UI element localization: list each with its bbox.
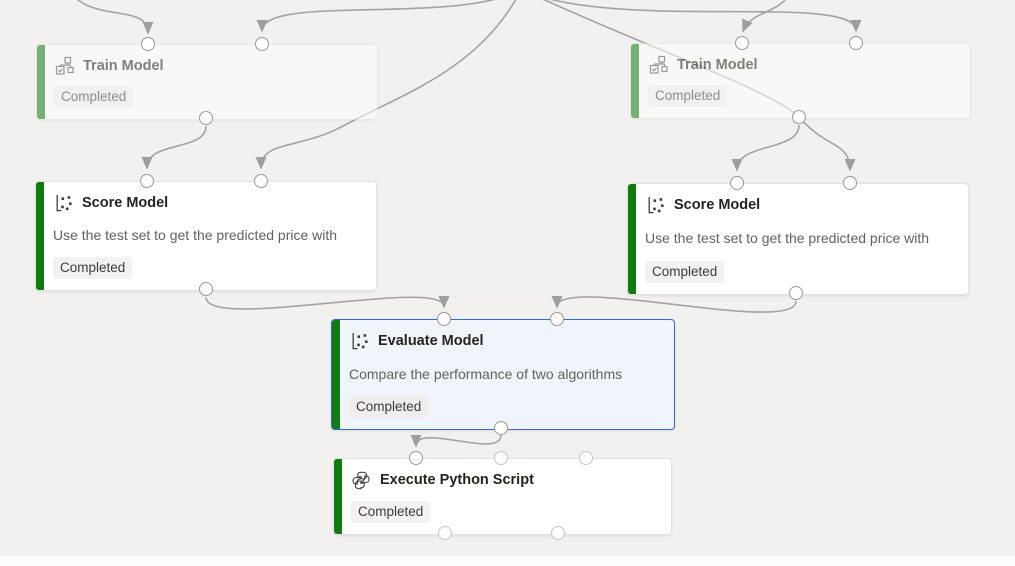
canvas-bottom-boundary	[0, 556, 1015, 566]
train-right-output-port[interactable]	[792, 110, 806, 124]
node-title: Train Model	[83, 58, 164, 74]
status-badge: Completed	[349, 396, 429, 418]
node-title: Train Model	[677, 57, 758, 73]
node-title: Score Model	[674, 197, 761, 213]
score-left-input-port-1[interactable]	[140, 174, 154, 188]
node-title: Execute Python Script	[380, 472, 534, 488]
train-right-input-port-2[interactable]	[849, 36, 863, 50]
status-accent-bar	[332, 320, 340, 429]
edge-to-train-left-port1[interactable]	[72, 0, 154, 35]
python-output-port-2[interactable]	[551, 526, 565, 540]
train-left-input-port-2[interactable]	[255, 37, 269, 51]
evaluate-input-port-2[interactable]	[550, 312, 564, 326]
node-title: Evaluate Model	[378, 333, 484, 349]
edge-score-left-to-evaluate[interactable]	[205, 295, 450, 310]
python-icon	[351, 470, 371, 490]
node-train-model-right[interactable]: Train Model Completed	[630, 43, 971, 119]
node-execute-python-script[interactable]: Execute Python Script Completed	[333, 458, 672, 535]
train-model-icon	[54, 56, 74, 76]
python-input-port-3[interactable]	[579, 451, 593, 465]
node-score-model-left[interactable]: Score Model Use the test set to get the …	[35, 181, 377, 291]
python-output-port-1[interactable]	[438, 526, 452, 540]
edge-train-right-to-score-right[interactable]	[731, 124, 800, 172]
edge-score-right-to-evaluate[interactable]	[551, 295, 797, 313]
edge-to-train-right-port1[interactable]	[742, 0, 789, 33]
train-right-input-port-1[interactable]	[735, 36, 749, 50]
score-right-input-port-2[interactable]	[843, 176, 857, 190]
status-accent-bar	[631, 44, 639, 118]
score-left-output-port[interactable]	[199, 282, 213, 296]
train-left-input-port-1[interactable]	[141, 37, 155, 51]
edge-train-left-to-score-left[interactable]	[141, 125, 207, 170]
evaluate-output-port[interactable]	[494, 421, 508, 435]
status-badge: Completed	[351, 501, 431, 523]
score-right-output-port[interactable]	[789, 286, 803, 300]
score-right-input-port-1[interactable]	[730, 176, 744, 190]
node-train-model-left[interactable]: Train Model Completed	[36, 44, 378, 120]
train-left-output-port[interactable]	[199, 111, 213, 125]
score-left-input-port-2[interactable]	[254, 174, 268, 188]
edge-to-train-right-port2[interactable]	[521, 0, 862, 33]
node-evaluate-model[interactable]: Evaluate Model Compare the performance o…	[331, 319, 675, 430]
status-badge: Completed	[54, 86, 134, 108]
edge-to-train-left-port2[interactable]	[256, 0, 521, 33]
status-badge: Completed	[645, 261, 725, 283]
status-badge: Completed	[53, 257, 133, 279]
status-accent-bar	[37, 45, 45, 119]
python-input-port-2[interactable]	[494, 451, 508, 465]
status-badge: Completed	[648, 85, 728, 107]
node-title: Score Model	[82, 195, 169, 211]
status-accent-bar	[628, 184, 636, 294]
evaluate-input-port-1[interactable]	[437, 312, 451, 326]
train-model-icon	[648, 55, 668, 75]
scatter-plot-icon	[53, 193, 73, 213]
edge-evaluate-to-python[interactable]	[410, 434, 502, 448]
node-comment: Use the test set to get the predicted pr…	[645, 230, 930, 246]
node-comment: Compare the performance of two algorithm…	[349, 365, 623, 382]
scatter-plot-icon	[645, 195, 665, 215]
node-comment: Use the test set to get the predicted pr…	[53, 227, 338, 243]
status-accent-bar	[334, 459, 342, 534]
scatter-plot-icon	[349, 331, 369, 351]
python-input-port-1[interactable]	[409, 451, 423, 465]
node-score-model-right[interactable]: Score Model Use the test set to get the …	[627, 183, 969, 295]
status-accent-bar	[36, 182, 44, 290]
